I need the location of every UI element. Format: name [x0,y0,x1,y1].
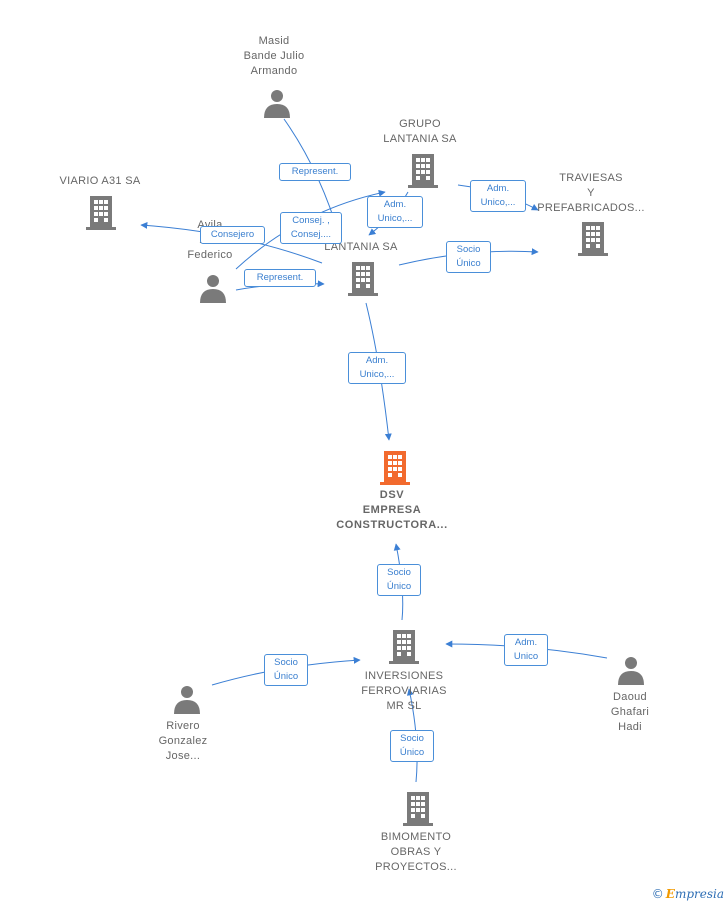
edge-label-line: Socio [456,244,481,255]
edge-label-line: Represent. [256,272,304,283]
label-line: EMPRESA [362,504,422,516]
label-line: PROYECTOS... [375,861,457,873]
node-label-rivero[interactable]: Rivero Gonzalez Jose... [138,719,228,764]
person-icon[interactable] [172,684,202,714]
copyright-symbol: © [651,887,664,901]
label-line: Hadi [618,721,642,733]
building-icon[interactable] [578,220,608,256]
edge-label-adm-unico[interactable]: Adm. Unico,... [348,352,406,384]
edge-label-socio-unico[interactable]: Socio Único [446,241,491,273]
label-line: Ghafari [610,706,650,718]
edge-label-line: Único [456,258,481,269]
edge-label-line: Socio [387,567,411,578]
person-icon[interactable] [198,273,228,303]
node-label-dsv[interactable]: DSV EMPRESA CONSTRUCTORA... [322,488,462,533]
edge-label-line: Adm. [365,355,389,366]
node-label-traviesas[interactable]: TRAVIESAS Y PREFABRICADOS... [536,171,646,216]
edge-label-line: Adm. [486,183,510,194]
person-icon[interactable] [262,88,292,118]
node-label-daoud[interactable]: Daoud Ghafari Hadi [590,690,670,735]
label-line: Jose... [165,750,201,762]
edge-label-adm-unico[interactable]: Adm. Unico [504,634,548,666]
edge-label-socio-unico[interactable]: Socio Único [264,654,308,686]
edge-label-line: Adm. [383,199,407,210]
brand-name: mpresia [674,887,724,901]
label-line: Bande Julio [243,50,305,62]
edge-label-represent[interactable]: Represent. [244,269,316,287]
edge-label-socio-unico[interactable]: Socio Único [390,730,434,762]
label-line: Armando [250,65,298,77]
label-line: LANTANIA SA [383,133,457,145]
label-line: Rivero [166,720,200,732]
empresia-logo[interactable]: ©Empresia [652,887,724,901]
building-icon[interactable] [408,152,438,188]
label-line: LANTANIA SA [324,241,398,253]
node-label-inversiones[interactable]: INVERSIONES FERROVIARIAS MR SL [344,669,464,714]
node-label-viario[interactable]: VIARIO A31 SA [45,174,155,189]
edge-label-line: Represent. [291,166,339,177]
label-line: CONSTRUCTORA... [336,519,448,531]
label-line: VIARIO A31 SA [59,175,141,187]
edge-label-line: Consej.... [290,229,332,240]
edge-label-line: Consejero [210,229,255,240]
label-line: BIMOMENTO [380,831,452,843]
edge-label-line: Único [386,581,412,592]
building-icon[interactable] [403,790,433,826]
person-icon[interactable] [616,655,646,685]
edge-label-consej[interactable]: Consej. , Consej.... [280,212,342,244]
label-line: DSV [379,489,405,501]
building-icon[interactable] [86,194,116,230]
label-line: PREFABRICADOS... [537,202,645,214]
edge-label-socio-unico[interactable]: Socio Único [377,564,421,596]
node-label-masid[interactable]: Masid Bande Julio Armando [224,34,324,79]
edge-label-represent[interactable]: Represent. [279,163,351,181]
node-label-lantania[interactable]: LANTANIA SA [311,240,411,255]
edge-label-adm-unico[interactable]: Adm. Unico,... [367,196,423,228]
edge-label-line: Unico [513,651,539,662]
label-line: Y [587,187,595,199]
edge-label-line: Consej. , [292,215,330,226]
label-line: Gonzalez [158,735,208,747]
label-line: MR SL [386,700,422,712]
building-icon[interactable] [348,260,378,296]
edge-label-consejero[interactable]: Consejero [200,226,265,244]
label-line: GRUPO [399,118,441,130]
edge-label-line: Adm. [514,637,538,648]
label-line: Federico [187,249,233,261]
label-line: OBRAS Y [390,846,442,858]
edge-label-line: Único [273,671,299,682]
label-line: TRAVIESAS [559,172,623,184]
edge-label-line: Unico,... [377,213,413,224]
building-icon[interactable] [380,449,410,485]
edge-label-adm-unico[interactable]: Adm. Unico,... [470,180,526,212]
brand-initial: E [665,887,675,901]
building-icon[interactable] [389,628,419,664]
label-line: INVERSIONES [364,670,444,682]
edge-label-line: Unico,... [359,369,395,380]
label-line: FERROVIARIAS [361,685,447,697]
node-label-grupo-lantania[interactable]: GRUPO LANTANIA SA [370,117,470,147]
edge-label-line: Unico,... [480,197,516,208]
node-label-bimomento[interactable]: BIMOMENTO OBRAS Y PROYECTOS... [356,830,476,875]
edge-label-line: Socio [274,657,298,668]
edge-label-line: Socio [400,733,424,744]
label-line: Masid [258,35,290,47]
label-line: Daoud [613,691,647,703]
edge-label-line: Único [399,747,425,758]
